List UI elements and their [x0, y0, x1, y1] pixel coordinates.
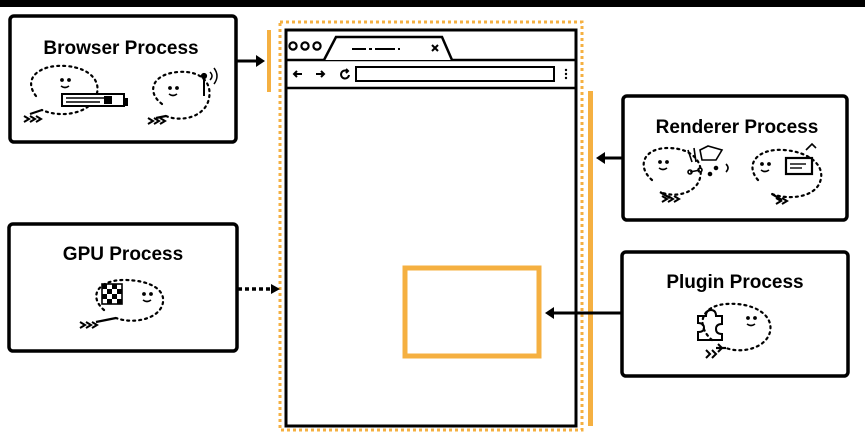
plugin-process-box: Plugin Process [620, 250, 850, 378]
renderer-process-arrow [596, 152, 622, 164]
menu-dots-icon[interactable] [564, 68, 568, 80]
plugin-character-icon [701, 302, 772, 352]
browser-process-arrow [236, 55, 265, 67]
pixel-grid-icon [101, 283, 123, 305]
window-control-minimize[interactable] [300, 41, 310, 51]
back-arrow-icon[interactable] [292, 70, 302, 78]
document-character-icon [751, 142, 823, 205]
puzzle-piece-icon [697, 308, 723, 341]
reload-icon[interactable] [340, 68, 350, 80]
window-control-maximize[interactable] [312, 41, 322, 51]
plugin-content-area [402, 265, 542, 359]
gpu-process-title: GPU Process [63, 244, 183, 265]
renderer-character-icon [642, 146, 702, 203]
plugin-process-title: Plugin Process [666, 272, 803, 293]
top-band [0, 0, 865, 7]
browser-tab[interactable] [322, 35, 454, 61]
plugin-feet-icon [705, 343, 724, 359]
gpu-character-icon [79, 278, 165, 329]
computer-icon [61, 93, 128, 107]
window-frame [284, 28, 578, 428]
browser-process-box: Browser Process [8, 14, 238, 144]
renderer-process-box: Renderer Process [621, 94, 849, 222]
gpu-process-arrow [238, 284, 280, 294]
renderer-content-highlight-bar [588, 91, 593, 426]
browser-window-dotted-outline [278, 20, 584, 432]
browser-process-title: Browser Process [43, 38, 198, 59]
browser-ui-highlight-bar [267, 30, 271, 92]
forward-arrow-icon[interactable] [316, 70, 326, 78]
browser-window [278, 20, 584, 432]
network-character-icon [147, 67, 218, 125]
plugin-process-arrow [545, 307, 621, 319]
renderer-process-title: Renderer Process [656, 117, 819, 138]
gpu-process-box: GPU Process [7, 222, 239, 353]
tools-icon [687, 145, 729, 177]
window-controls[interactable] [288, 41, 322, 51]
address-bar[interactable] [355, 66, 555, 82]
worker-character-icon [23, 64, 99, 123]
close-icon[interactable] [431, 44, 439, 52]
window-control-close[interactable] [288, 41, 298, 51]
